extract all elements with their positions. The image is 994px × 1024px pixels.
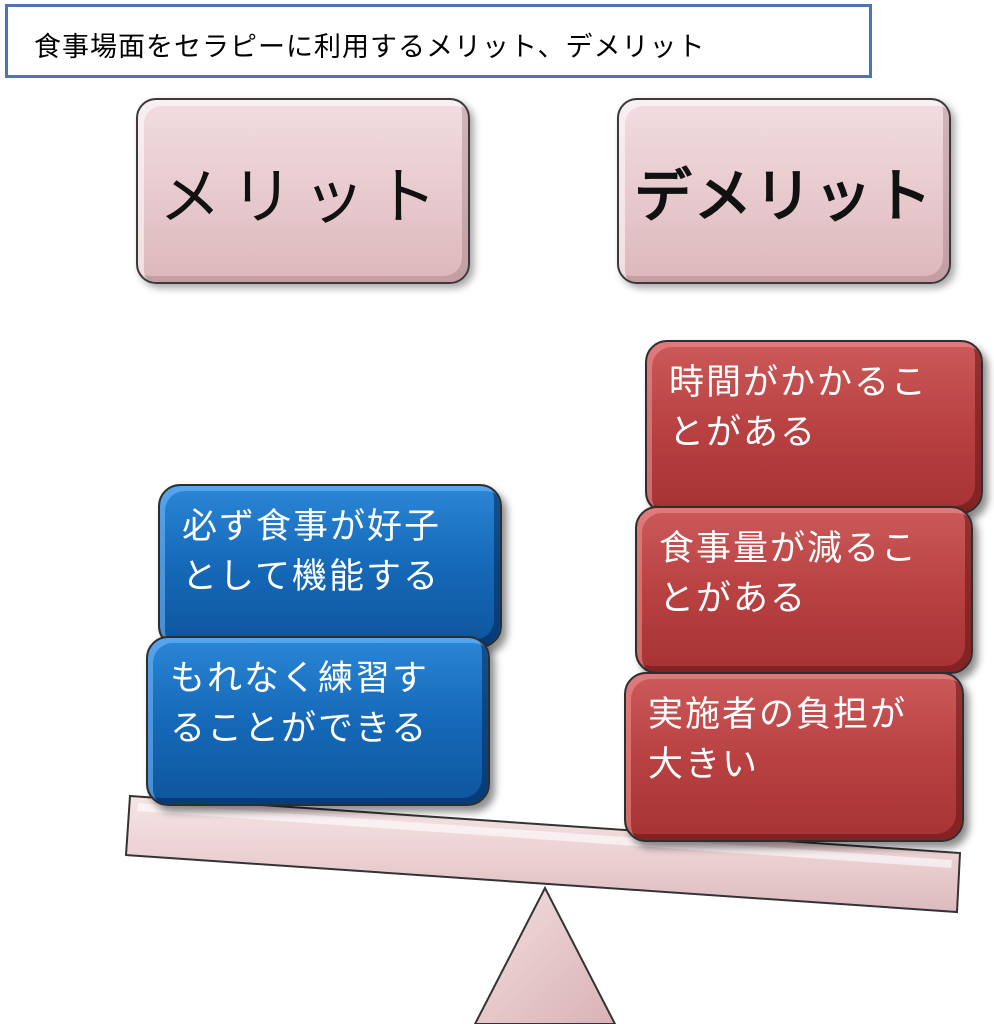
demerit-card-text: 時間がかかるこ とがある: [669, 363, 929, 453]
merit-card-text: もれなく練習す ることができる: [170, 659, 430, 749]
merit-card: 必ず食事が好子 として機能する: [158, 484, 502, 648]
demerit-card: 実施者の負担が 大きい: [624, 672, 964, 842]
demerit-card-text: 実施者の負担が 大きい: [648, 695, 908, 785]
seesaw-fulcrum: [473, 885, 617, 1024]
merit-card: もれなく練習す ることができる: [146, 636, 490, 806]
title-box: 食事場面をセラピーに利用するメリット、デメリット: [5, 4, 872, 78]
demerit-card-text: 食事量が減るこ とがある: [659, 529, 919, 619]
merit-header-card: メリット: [136, 98, 470, 284]
demerit-header-card: デメリット: [617, 98, 951, 284]
merit-card-text: 必ず食事が好子 として機能する: [182, 507, 442, 597]
demerit-card: 時間がかかるこ とがある: [645, 340, 983, 514]
demerit-card: 食事量が減るこ とがある: [635, 506, 973, 674]
demerit-header-label: デメリット: [633, 162, 934, 230]
merit-header-label: メリット: [158, 160, 447, 233]
page-title: 食事場面をセラピーに利用するメリット、デメリット: [34, 32, 706, 63]
